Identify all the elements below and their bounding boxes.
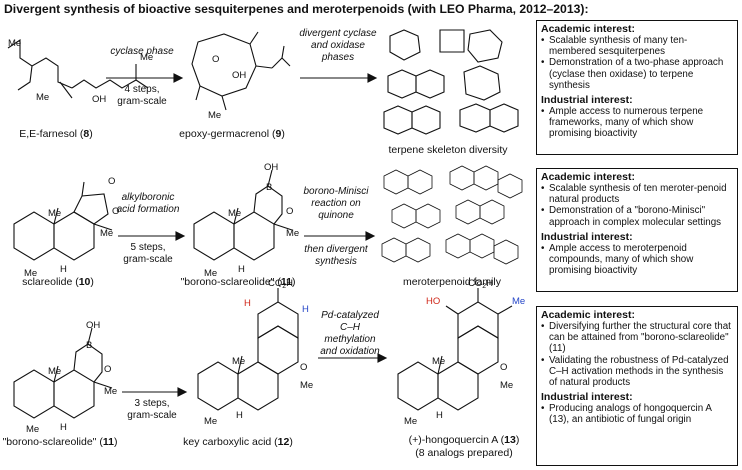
farnesol-structure	[7, 38, 149, 99]
step-r2-b-conditions: borono-Minisci reaction on quinone	[303, 186, 369, 221]
bullet: Demonstration of a "borono-Minisci" appr…	[541, 205, 733, 227]
label-me5: Me	[100, 228, 113, 239]
label-o6: O	[300, 362, 307, 373]
page-title: Divergent synthesis of bioactive sesquit…	[4, 2, 589, 16]
sclareolide-structure	[13, 181, 113, 261]
bullet: Ample access to numerous terpene framewo…	[541, 106, 733, 140]
industrial-heading: Industrial interest:	[541, 230, 633, 243]
label-me7: Me	[24, 268, 37, 279]
label-h-blue: H	[302, 304, 309, 315]
label-oh2: OH	[232, 70, 246, 81]
borono-sclareolide-structure	[193, 169, 293, 261]
label-b2: B	[86, 340, 92, 351]
compound-11-caption: "borono-sclareolide" (11)	[180, 276, 296, 288]
label-me2: Me	[8, 38, 21, 49]
epoxy-germacrenol-structure	[191, 31, 291, 111]
label-me-blue: Me	[512, 296, 525, 307]
label-me13: Me	[26, 424, 39, 435]
label-me19: Me	[404, 416, 417, 427]
label-me11: Me	[104, 386, 117, 397]
step-r1-b-conditions: divergent cyclase and oxidase phases	[299, 28, 377, 63]
compound-10-caption: sclareolide (10)	[22, 276, 94, 288]
industrial-heading: Industrial interest:	[541, 391, 633, 404]
hongoquercin-structure	[397, 288, 513, 411]
label-oh4: OH	[86, 320, 100, 331]
terpene-skeletons	[383, 29, 519, 135]
label-me12: Me	[48, 366, 61, 377]
bullet: Ample access to meroterpenoid compounds,…	[541, 243, 733, 277]
terpene-diversity-caption: terpene skeleton diversity	[388, 144, 508, 156]
label-me: Me	[140, 52, 153, 63]
label-me18: Me	[432, 356, 445, 367]
label-me14: Me	[300, 380, 313, 391]
label-ho-red: HO	[426, 296, 440, 307]
label-h-red: H	[244, 298, 251, 309]
label-o: O	[212, 54, 219, 65]
label-h: H	[60, 264, 67, 275]
bullet: Scalable synthesis of ten meroter-penoid…	[541, 183, 733, 205]
label-h4: H	[236, 410, 243, 421]
step-r1-a-plain: 4 steps, gram-scale	[117, 84, 167, 107]
interest-box-2: Academic interest: Scalable synthesis of…	[536, 168, 738, 292]
label-h5: H	[436, 410, 443, 421]
label-me9: Me	[228, 208, 241, 219]
step-r2-a-conditions: alkylboronic acid formation	[116, 192, 180, 215]
interest-box-3: Academic interest: Diversifying further …	[536, 306, 738, 466]
label-o5: O	[104, 364, 111, 375]
label-h2: H	[238, 264, 245, 275]
compound-13-caption: (+)-hongoquercin A (13)	[408, 434, 520, 446]
label-me16: Me	[204, 416, 217, 427]
label-me4: Me	[208, 110, 221, 121]
bullet: Producing analogs of hongoquercin A (13)…	[541, 403, 733, 425]
step-r3-a-plain: 3 steps, gram-scale	[127, 398, 177, 421]
step-r3-b-conditions: Pd-catalyzed C–H methylation and oxidati…	[320, 310, 380, 357]
label-o7: O	[500, 362, 507, 373]
label-o4: O	[286, 206, 293, 217]
bullet: Diversifying further the structural core…	[541, 321, 733, 355]
step-r1-a-conditions: cyclase phase	[110, 46, 174, 57]
bullet: Scalable synthesis of many ten-membered …	[541, 35, 733, 57]
academic-heading: Academic interest:	[541, 309, 635, 321]
bullet: Validating the robustness of Pd-catalyze…	[541, 355, 733, 389]
label-me10: Me	[204, 268, 217, 279]
compound-8-caption: E,E-farnesol (8)	[19, 128, 93, 140]
label-h3: H	[60, 422, 67, 433]
label-me8: Me	[286, 228, 299, 239]
step-r2-a-plain: 5 steps, gram-scale	[123, 242, 173, 265]
step-r2-b-conditions-2: then divergent synthesis	[304, 244, 368, 267]
compound-12-caption: key carboxylic acid (12)	[183, 436, 293, 448]
label-me3: Me	[36, 92, 49, 103]
academic-heading: Academic interest:	[541, 23, 635, 35]
label-oh: OH	[92, 94, 106, 105]
label-co2h2: CO2H	[468, 278, 493, 290]
label-oh3: OH	[264, 162, 278, 173]
borono-sclareolide-structure-2	[13, 327, 113, 419]
academic-heading: Academic interest:	[541, 171, 635, 183]
label-me6: Me	[48, 208, 61, 219]
meroterpenoid-structures	[381, 165, 523, 265]
analogs-note: (8 analogs prepared)	[415, 447, 513, 459]
label-co2h: CO2H	[268, 278, 293, 290]
compound-9-caption: epoxy-germacrenol (9)	[179, 128, 285, 140]
label-o2: O	[108, 176, 115, 187]
label-me17: Me	[500, 380, 513, 391]
bullet: Demonstration of a two-phase approach (c…	[541, 57, 733, 91]
key-carboxylic-acid-structure	[197, 288, 299, 411]
industrial-heading: Industrial interest:	[541, 94, 633, 107]
label-o3: O	[112, 206, 119, 217]
interest-box-1: Academic interest: Scalable synthesis of…	[536, 20, 738, 155]
label-b: B	[266, 182, 272, 193]
compound-11b-caption: "borono-sclareolide" (11)	[2, 436, 118, 448]
meroterpenoid-caption: meroterpenoid family	[402, 276, 502, 288]
label-me15: Me	[232, 356, 245, 367]
